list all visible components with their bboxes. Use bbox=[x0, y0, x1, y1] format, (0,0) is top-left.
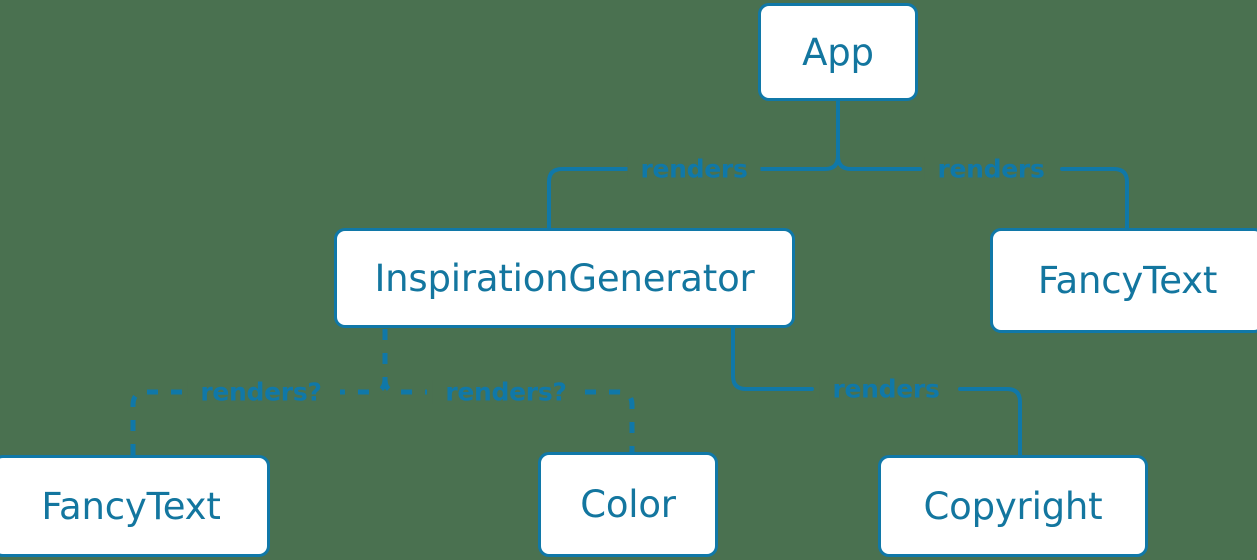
edge-label-inspiration-generator-to-copyright: renders bbox=[819, 376, 953, 402]
edge-path-ig-solid-drop bbox=[958, 387, 1022, 458]
edge-path-app-left-drop bbox=[547, 167, 630, 232]
edge-inspiration-generator-to-color bbox=[382, 378, 635, 453]
edge-path-app-right-drop bbox=[1060, 167, 1129, 232]
edge-path-ig-dash-right-drop bbox=[585, 389, 635, 453]
edge-app-to-fancytext-right bbox=[836, 154, 1129, 232]
edge-label-inspiration-generator-to-fancytext-left: renders? bbox=[187, 379, 335, 405]
node-fancytext-right[interactable]: FancyText bbox=[990, 228, 1257, 333]
edge-path-ig-dash-left bbox=[340, 378, 388, 395]
node-copyright[interactable]: Copyright bbox=[878, 455, 1148, 557]
edge-path-ig-dash-left-drop bbox=[130, 389, 182, 456]
node-inspiration-generator[interactable]: InspirationGenerator bbox=[334, 228, 795, 328]
edge-path-ig-dash-right bbox=[382, 378, 427, 395]
edge-path-app-left-branch bbox=[758, 154, 840, 171]
edge-label-app-to-fancytext-right: renders bbox=[924, 156, 1058, 182]
node-fancytext-left[interactable]: FancyText bbox=[0, 455, 270, 557]
edge-label-inspiration-generator-to-color: renders? bbox=[432, 379, 580, 405]
edge-label-app-to-inspiration-generator: renders bbox=[627, 156, 761, 182]
node-color[interactable]: Color bbox=[538, 452, 718, 557]
node-app[interactable]: App bbox=[758, 3, 918, 101]
edge-path-app-right-branch bbox=[836, 154, 922, 171]
edge-path-ig-solid-right bbox=[731, 374, 814, 391]
edge-inspiration-generator-to-copyright bbox=[731, 327, 1022, 458]
